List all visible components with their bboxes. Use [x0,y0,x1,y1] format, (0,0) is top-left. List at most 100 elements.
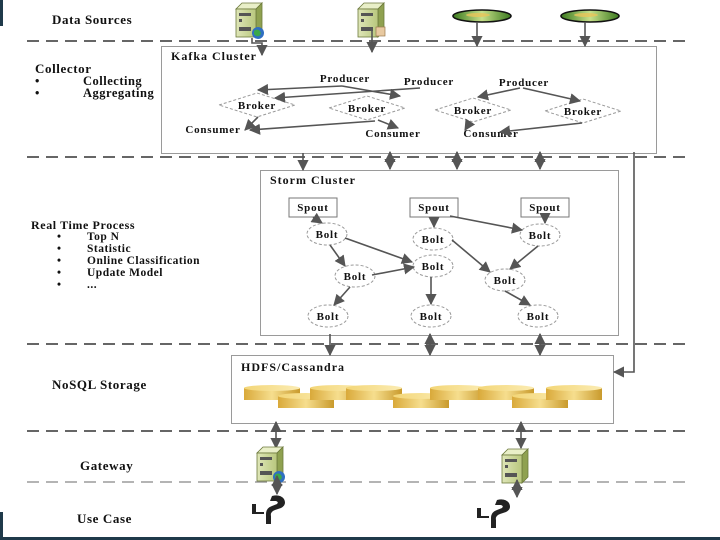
arrow [329,244,346,267]
web-server-icon [256,446,285,483]
bolt-node [306,222,348,246]
broker-node [433,97,513,123]
arrow [476,87,521,101]
arrow [612,152,635,378]
broker-label: Broker [454,105,492,117]
storage-disk-top [244,385,300,391]
arrow [449,215,524,234]
web-user-icon [252,495,285,524]
server-slot [239,13,251,16]
consumer-label: Consumer [185,124,240,136]
arrow [248,120,376,135]
arrow [244,116,259,131]
server-led [505,465,508,468]
storage-disk-top [478,385,534,391]
real-time-item: Update Model [57,267,200,279]
server-led [239,19,242,22]
bolt-node [517,304,559,328]
layer-label-gateway: Gateway [80,458,134,473]
bolt-node [519,223,561,247]
bolt-label: Bolt [420,311,443,323]
bolt-label: Bolt [494,275,517,287]
bolt-node [412,254,454,278]
storage-title: HDFS/Cassandra [241,360,346,374]
layer-label-use-case: Use Case [77,511,132,526]
package-icon [375,26,386,37]
spout-label: Spout [418,202,450,214]
server-slot [505,459,517,462]
left-edge-top [0,0,3,26]
bolt-label: Bolt [317,311,340,323]
layer-separators [27,40,688,483]
bolt-label: Bolt [422,234,445,246]
real-time-item: Statistic [57,243,200,255]
bolt-node [412,227,454,251]
bolt-label: Bolt [527,311,550,323]
producer-label: Producer [320,73,370,85]
server-slot [260,471,272,475]
collector-item: Collecting [35,75,154,88]
bolt-label: Bolt [316,229,339,241]
arrow [341,85,402,100]
kafka-cluster-title: Kafka Cluster [171,49,257,63]
arrow [256,83,343,96]
storage-disk-top [546,385,602,391]
data-gateway-server-icon [501,448,529,484]
real-time-list: Top N Statistic Online Classification Up… [57,231,200,291]
left-edge-bottom [0,512,3,540]
storage-disk-top [346,385,402,391]
bottom-edge [0,537,720,540]
bolt-node [307,304,349,328]
broker-node [217,92,297,118]
producer-label: Producer [404,76,454,88]
spout-label: Spout [529,202,561,214]
bolt-label: Bolt [422,261,445,273]
arrow [344,237,414,264]
data-source-server-icon [235,2,264,39]
data-source-server-icon [357,2,386,38]
bolt-node [484,268,526,292]
storage-disk-top [430,385,486,391]
server-slot [361,13,373,16]
arrow [310,212,323,224]
storage-disk [346,388,402,400]
arrow [333,286,351,306]
arrow [371,263,416,276]
admin-user-icon [477,499,510,528]
storage-disk [430,388,486,400]
arrow [509,245,539,270]
broker-node [327,95,407,121]
arrow [251,38,268,57]
arrow [504,290,531,306]
consumer-label: Consumer [365,128,420,140]
real-time-item: ... [57,279,200,291]
person-desk [252,512,264,514]
storm-cluster-title: Storm Cluster [270,173,356,187]
arrow [451,239,491,273]
real-time-item: Top N [57,231,200,243]
broker-label: Broker [564,106,602,118]
consumer-label: Consumer [463,128,518,140]
spout-label: Spout [297,202,329,214]
layer-label-collector: Collector [35,61,92,76]
layer-label-data-sources: Data Sources [52,12,133,27]
person-arm [252,504,256,514]
server-slot [239,27,251,31]
collector-item: Aggregating [35,87,154,100]
real-time-item: Online Classification [57,255,200,267]
server-side [521,448,529,484]
broker-label: Broker [348,103,386,115]
layer-label-nosql: NoSQL Storage [52,377,147,392]
layer-label-real-time: Real Time Process [31,218,136,232]
server-slot [260,457,272,460]
bolt-node [334,264,376,288]
person-desk [477,516,489,518]
storage-disk [546,388,602,400]
bolt-label: Bolt [529,230,552,242]
server-led [260,463,263,466]
collector-list: Collecting Aggregating [35,75,154,100]
disc-highlight [574,13,598,17]
globe-land [254,29,261,37]
